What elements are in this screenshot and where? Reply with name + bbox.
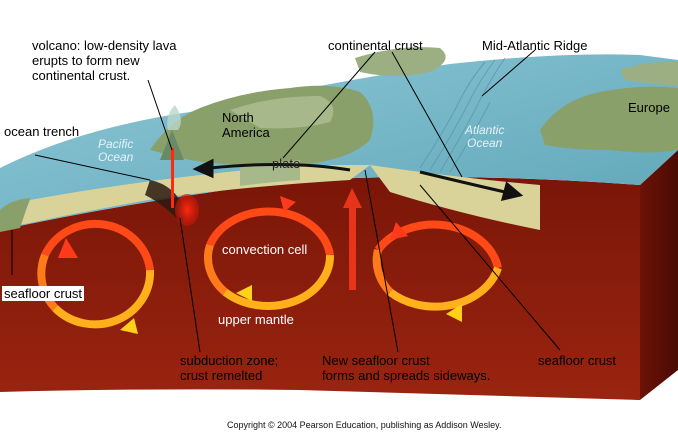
ocean-trench-label: ocean trench bbox=[4, 124, 80, 139]
north-america-label: North America bbox=[222, 110, 270, 140]
convection-arrowhead bbox=[446, 304, 462, 322]
atlantic-ocean-label: Atlantic Ocean bbox=[465, 123, 505, 150]
convection-arrowhead bbox=[236, 285, 252, 301]
europe-north-land bbox=[620, 61, 678, 86]
copyright-notice: Copyright © 2004 Pearson Education, publ… bbox=[227, 420, 502, 430]
pacific-ocean-label: Pacific Ocean bbox=[98, 137, 134, 164]
mantle-side-face bbox=[640, 150, 678, 400]
leader-lines bbox=[11, 49, 561, 353]
convection-arrowhead bbox=[120, 318, 138, 334]
continental-crust-block bbox=[240, 160, 300, 186]
seafloor-crust-left-label: seafloor crust bbox=[2, 286, 85, 301]
europe-land bbox=[540, 86, 678, 153]
north-america-highland bbox=[230, 96, 334, 129]
europe-label: Europe bbox=[628, 100, 670, 115]
seafloor-crust-left bbox=[0, 198, 30, 232]
volcano-plume bbox=[167, 105, 181, 130]
convection-cell-1 bbox=[37, 219, 155, 329]
new-seafloor-label: New seafloor crust forms and spreads sid… bbox=[322, 353, 491, 383]
upper-mantle-label: upper mantle bbox=[218, 312, 294, 327]
mid-atlantic-ridge-lines bbox=[419, 57, 506, 173]
convection-cell-2 bbox=[204, 207, 335, 310]
convection-arrowhead bbox=[58, 238, 78, 258]
greenland-land bbox=[355, 47, 446, 76]
volcano-magma-conduit bbox=[171, 148, 174, 208]
convection-arrowhead bbox=[390, 222, 408, 240]
volcano-cone bbox=[160, 130, 184, 160]
subduction-zone-label: subduction zone; crust remelted bbox=[180, 353, 279, 383]
mid-atlantic-ridge-label: Mid-Atlantic Ridge bbox=[482, 38, 588, 53]
subduction-melt bbox=[175, 194, 199, 226]
convection-arrowhead bbox=[280, 196, 296, 212]
plate-crust-right bbox=[370, 165, 540, 230]
volcano-label: volcano: low-density lava erupts to form… bbox=[32, 38, 177, 83]
plate-arrows bbox=[192, 158, 524, 202]
rising-magma-arrow bbox=[343, 188, 362, 290]
seafloor-crust-right-label: seafloor crust bbox=[538, 353, 617, 368]
continental-crust-label: continental crust bbox=[328, 38, 423, 53]
plate-label: plate bbox=[272, 156, 301, 171]
convection-cell-label: convection cell bbox=[222, 242, 308, 257]
